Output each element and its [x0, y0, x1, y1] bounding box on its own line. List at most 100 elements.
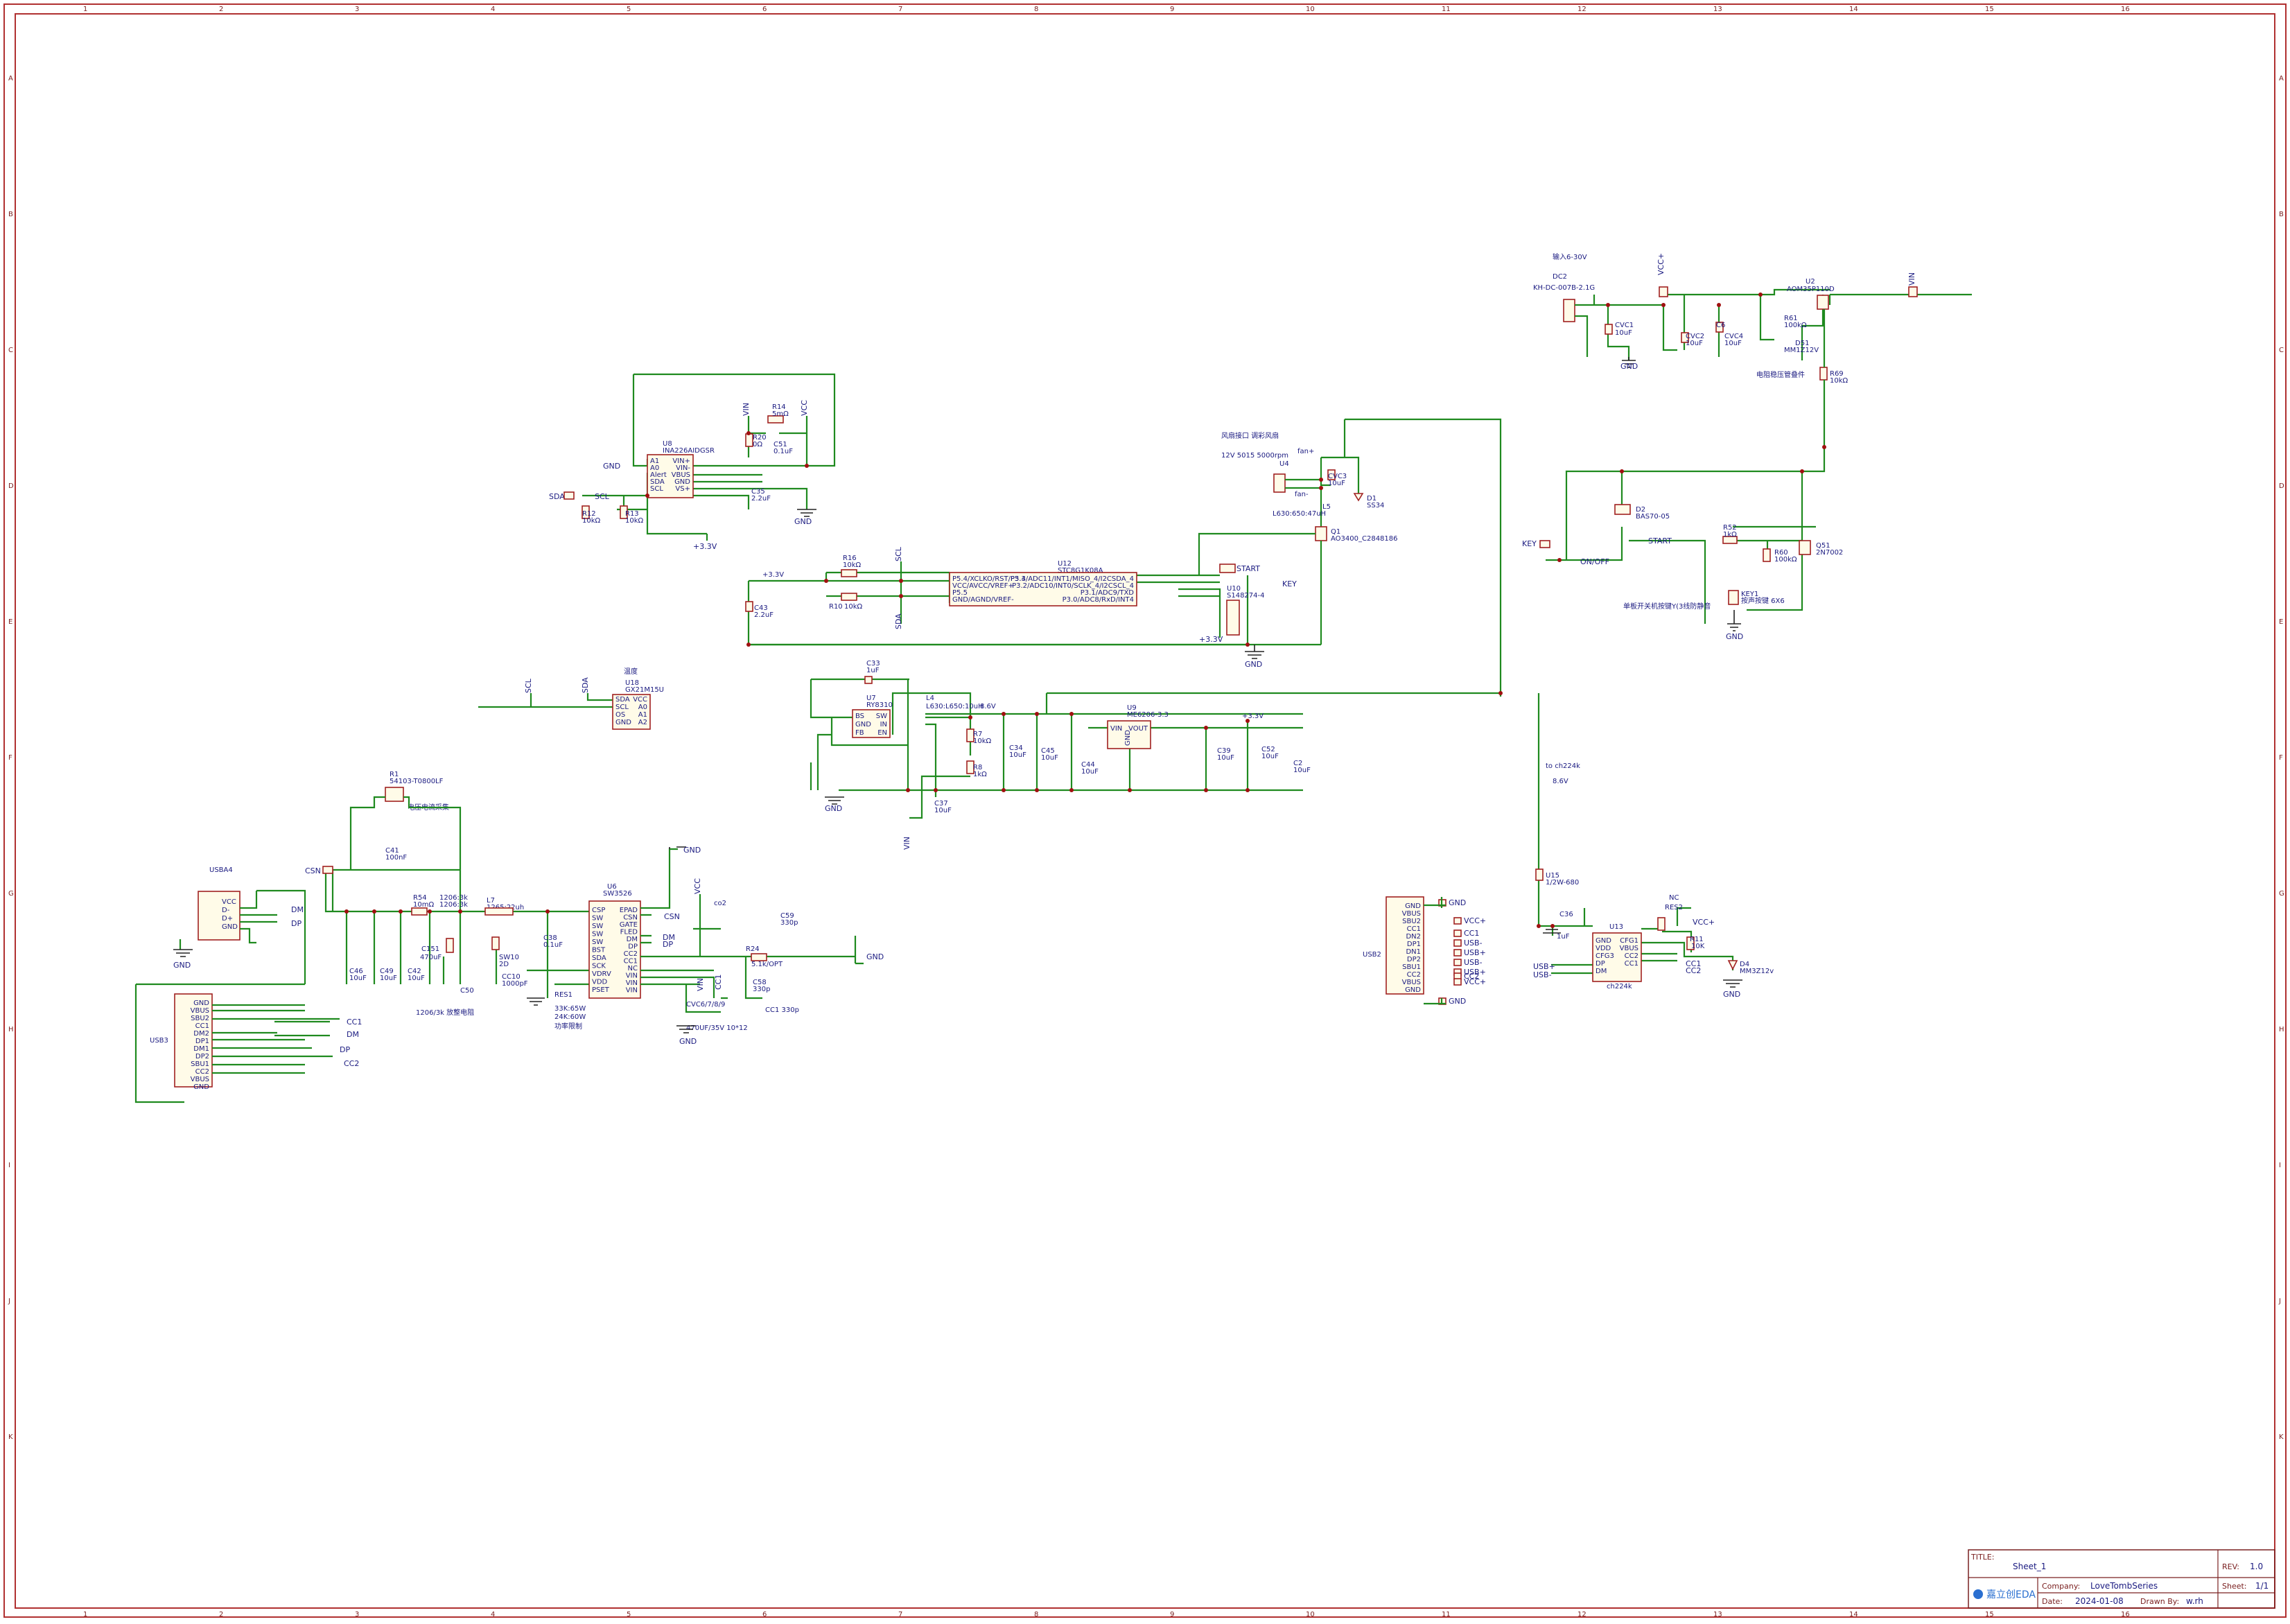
u13-chip [1592, 932, 1642, 982]
grid-row-left-A: A [8, 75, 13, 82]
junction-dot [1537, 924, 1541, 928]
ch224-86v: 8.6V [1553, 778, 1568, 785]
junction-dot [344, 909, 349, 914]
l5-value: L630:650:47uH [1273, 510, 1326, 518]
r1206-a: 1206:3k [439, 894, 468, 902]
q1-value: AO3400_C2848186 [1331, 535, 1398, 543]
grid-row-right-H: H [2279, 1026, 2284, 1033]
fan-neg: fan- [1295, 491, 1309, 498]
junction-dot [1204, 726, 1208, 730]
u7-ref: U7 [866, 695, 876, 702]
fan-connector [1273, 473, 1286, 493]
r8 [966, 760, 974, 774]
u12-pin-left-2: P5.5 [952, 589, 968, 597]
ina-vcc-net: VCC [800, 400, 809, 416]
usbc2-section: USB2 GNDVBUSSBU2CC1DN2DP1DN1DP2SBU1CC2VB… [1363, 896, 1486, 1006]
grid-col-bottom-12: 12 [1577, 1611, 1587, 1618]
grid-row-right-A: A [2279, 75, 2284, 82]
grid-col-top-3: 3 [355, 6, 359, 13]
grid-row-left-F: F [8, 754, 12, 762]
u7-pin-0: BS [855, 713, 864, 720]
r16-value: 10kΩ [843, 561, 862, 569]
u9-ref: U9 [1127, 704, 1137, 712]
junction-dot [805, 464, 809, 468]
c50-ref: C50 [460, 987, 474, 995]
u6-pin-right-7: CC1 [624, 958, 638, 966]
grid-col-bottom-14: 14 [1849, 1611, 1858, 1618]
u13-pin-left-0: GND [1596, 937, 1611, 945]
grid-col-bottom-3: 3 [355, 1611, 359, 1618]
u8-pin-right-4: VS+ [675, 485, 690, 493]
u18-pin-left-2: OS [615, 711, 625, 719]
input-section: 输入6-30V DC2 KH-DC-007B-2.1G VCC+ GND CVC… [1533, 252, 1972, 447]
junction-dot [428, 909, 432, 914]
usbc1-ref: USB3 [150, 1037, 168, 1045]
u18-ref: U18 [625, 679, 639, 687]
usbc1-pin-0: GND [193, 999, 209, 1007]
csn-flag [322, 866, 333, 874]
u9-chip [1107, 720, 1151, 749]
d2-value: BAS70-05 [1636, 513, 1670, 521]
usbc1-dm: DM [347, 1030, 359, 1039]
u18-pin-right-3: A2 [638, 719, 647, 726]
u9-part: ME6206-3.3 [1127, 711, 1169, 719]
d1-value: SS34 [1367, 502, 1384, 509]
r10-ref: R10 [829, 603, 843, 611]
u10-connector [1226, 600, 1240, 636]
buck-86v: 8.6V [980, 703, 996, 710]
u18-chip [612, 694, 651, 730]
c45-ref: C45 [1041, 747, 1055, 755]
r12-value: 10kΩ [582, 517, 601, 525]
c151-value: 470uF [420, 954, 442, 961]
pd-dp-net: DP [663, 940, 673, 949]
pd-vin-net: VIN [696, 978, 705, 991]
grid-col-bottom-5: 5 [627, 1611, 631, 1618]
start-flag [1219, 564, 1236, 573]
grid-row-right-E: E [2279, 618, 2283, 626]
u8-pin-right-3: GND [674, 478, 690, 486]
u6-pin-right-3: FLED [620, 929, 638, 936]
r60-value: 100kΩ [1774, 556, 1797, 564]
onoff-net: ON/OFF [1580, 557, 1609, 566]
u12-pin-left-1: VCC/AVCC/VREF+ [952, 582, 1014, 590]
r8-value: 1kΩ [973, 771, 987, 778]
grid-col-bottom-7: 7 [898, 1611, 902, 1618]
cvc-ref: CVC6/7/8/9 [686, 1001, 725, 1009]
c42-value: 10uF [408, 975, 425, 982]
d1 [1353, 493, 1364, 502]
junction-dot [372, 909, 376, 914]
usbc2-net-flag-1 [1453, 917, 1462, 925]
grid-row-right-D: D [2279, 482, 2284, 490]
r12-ref: R12 [582, 510, 596, 518]
cvc-value: 470UF/35V 10*12 [686, 1024, 748, 1032]
r11-value: 10K [1691, 943, 1705, 950]
mcu-key-net: KEY [1282, 579, 1297, 588]
input-note2: 电阻稳压管叠件 [1756, 370, 1805, 379]
cvc1-value: 10uF [1615, 329, 1632, 337]
usbc2-pin-4: DN2 [1406, 933, 1421, 941]
ina-scl-net: SCL [595, 492, 610, 501]
date-value: 2024-01-08 [2075, 1596, 2124, 1606]
grid-col-bottom-11: 11 [1442, 1611, 1451, 1618]
u6-pin-right-8: NC [628, 965, 638, 972]
r13-ref: R13 [625, 510, 639, 518]
usbc2-net-9: GND [1449, 997, 1466, 1006]
c45-value: 10uF [1041, 754, 1058, 762]
res1-note1: 33K:65W [554, 1005, 586, 1013]
u6-pin-left-4: SW [592, 938, 603, 946]
temp-note: 温度 [624, 667, 638, 676]
u6-pin-right-6: CC2 [624, 950, 638, 958]
r60-ref: R60 [1774, 549, 1788, 557]
junction-dot [1822, 445, 1826, 449]
c52-ref: C52 [1261, 746, 1275, 753]
c36-ref: C36 [1559, 911, 1573, 918]
u2-part: AOM35P110D [1787, 286, 1835, 293]
junction-dot [1128, 788, 1132, 792]
title-label: TITLE: [1970, 1553, 1994, 1562]
junction-dot [1002, 788, 1006, 792]
